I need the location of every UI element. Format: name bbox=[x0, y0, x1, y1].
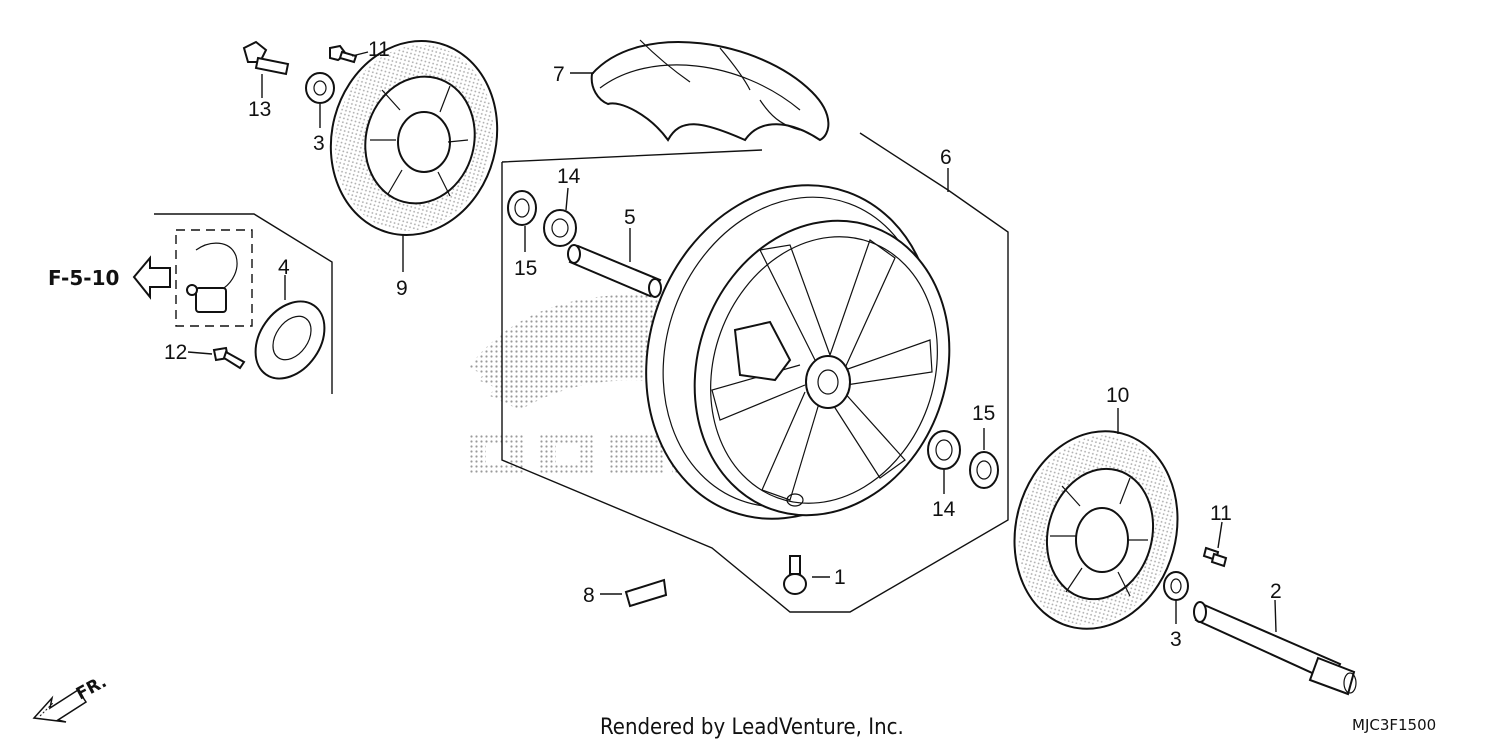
tire-part bbox=[590, 39, 830, 142]
front-direction-arrow-icon bbox=[32, 688, 88, 723]
callout-9: 9 bbox=[396, 277, 408, 300]
callout-4: 4 bbox=[278, 256, 290, 279]
wheel-group-outline bbox=[501, 132, 1009, 613]
callout-3-left: 3 bbox=[313, 132, 325, 155]
brake-disc-left-part bbox=[329, 39, 499, 237]
collar-3-left-part bbox=[305, 72, 335, 104]
valve-part bbox=[783, 555, 807, 595]
collar-3-right-part bbox=[1163, 571, 1189, 601]
wheel-rim-part bbox=[645, 184, 951, 520]
speed-sensor-part bbox=[186, 242, 238, 313]
leader-lines bbox=[187, 51, 1277, 633]
pulser-ring-part bbox=[254, 300, 326, 380]
bearing-15-left-part bbox=[507, 190, 537, 226]
callout-15-left: 15 bbox=[514, 257, 537, 280]
reference-label: F-5-10 bbox=[48, 266, 119, 290]
callout-11-left: 11 bbox=[368, 38, 390, 61]
callout-7: 7 bbox=[553, 63, 565, 86]
balance-weight-part bbox=[624, 578, 668, 608]
callout-6: 6 bbox=[940, 146, 952, 169]
callout-10: 10 bbox=[1106, 384, 1129, 407]
bearing-14-left-part bbox=[543, 209, 577, 247]
drawing-code: MJC3F1500 bbox=[1352, 716, 1436, 734]
bearing-14-right-part bbox=[927, 430, 961, 470]
callout-5: 5 bbox=[624, 206, 636, 229]
callout-8: 8 bbox=[583, 584, 595, 607]
callout-13: 13 bbox=[248, 98, 271, 121]
reference-arrow bbox=[132, 255, 171, 300]
callout-14-left: 14 bbox=[557, 165, 581, 188]
callout-2: 2 bbox=[1270, 580, 1282, 603]
front-axle-part bbox=[1193, 601, 1357, 696]
render-credit: Rendered by LeadVenture, Inc. bbox=[600, 715, 904, 740]
bolt-11-right-part bbox=[1202, 546, 1228, 568]
callout-11-right: 11 bbox=[1210, 502, 1232, 525]
bolt-11-left-part bbox=[329, 44, 358, 64]
screw-12-part bbox=[212, 346, 246, 370]
bearing-15-right-part bbox=[969, 451, 999, 489]
brake-disc-right-part bbox=[1013, 430, 1179, 630]
callout-1: 1 bbox=[834, 566, 846, 589]
axle-spacer-part bbox=[567, 244, 662, 298]
bolt-13-part bbox=[242, 40, 290, 76]
sensor-bracket-outline bbox=[154, 213, 333, 394]
callout-15-right: 15 bbox=[972, 402, 995, 425]
callout-3-right: 3 bbox=[1170, 628, 1182, 651]
callout-12: 12 bbox=[164, 341, 187, 364]
callout-14-right: 14 bbox=[932, 498, 956, 521]
